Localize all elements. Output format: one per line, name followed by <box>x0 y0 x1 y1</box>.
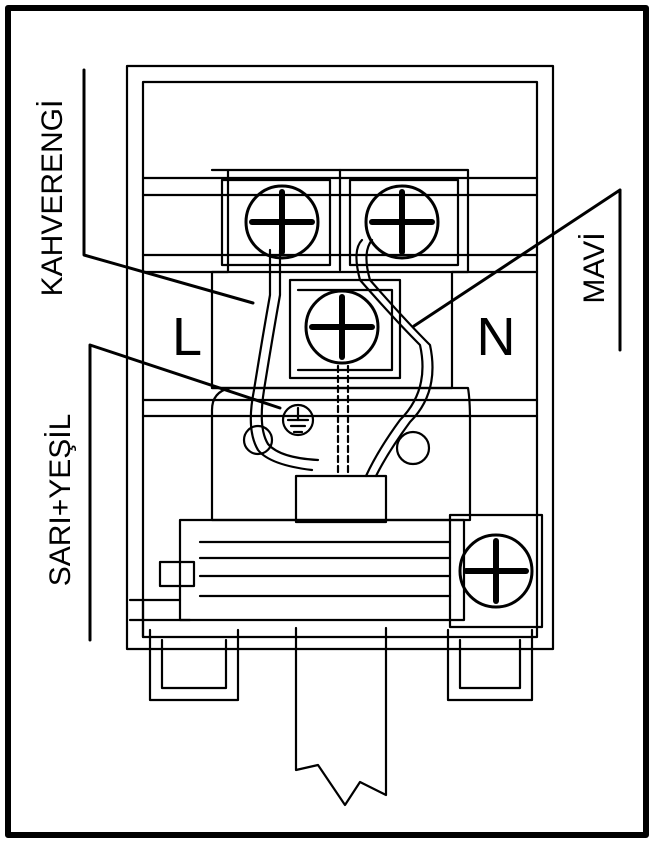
mains-cable <box>294 626 388 807</box>
wire-blue-2 <box>365 238 434 478</box>
mount-hole-left <box>242 424 274 456</box>
wire-blue <box>355 238 424 478</box>
cable-gland <box>294 474 388 524</box>
terminal-divider <box>220 168 460 272</box>
label-brown-wire: KAHVERENGİ <box>36 100 69 297</box>
foot-left <box>148 628 240 702</box>
label-neutral: N <box>477 307 516 367</box>
mount-hole-right <box>395 430 431 466</box>
housing-inner <box>141 80 539 639</box>
foot-right <box>446 628 534 702</box>
screw-clamp-icon <box>458 533 534 609</box>
leader-blue <box>412 188 622 352</box>
leader-yellow-green <box>88 343 282 642</box>
clamp-screw-housing <box>448 513 544 629</box>
label-yellow-green-wire: SARI+YEŞİL <box>44 414 77 587</box>
screw-live-icon <box>244 184 320 260</box>
clamp-tab <box>158 560 196 588</box>
screw-earth-icon <box>304 289 380 365</box>
leader-brown <box>82 68 255 305</box>
wire-brown <box>249 248 314 472</box>
screw-neutral-icon <box>364 184 440 260</box>
outer-frame <box>5 5 649 838</box>
label-live: L <box>172 307 202 367</box>
lower-plate <box>210 386 472 522</box>
wire-earth <box>336 364 350 478</box>
earth-icon <box>281 403 315 437</box>
wire-brown-2 <box>260 248 320 462</box>
label-blue-wire: MAVİ <box>578 232 611 303</box>
clamp-bar <box>178 518 466 622</box>
